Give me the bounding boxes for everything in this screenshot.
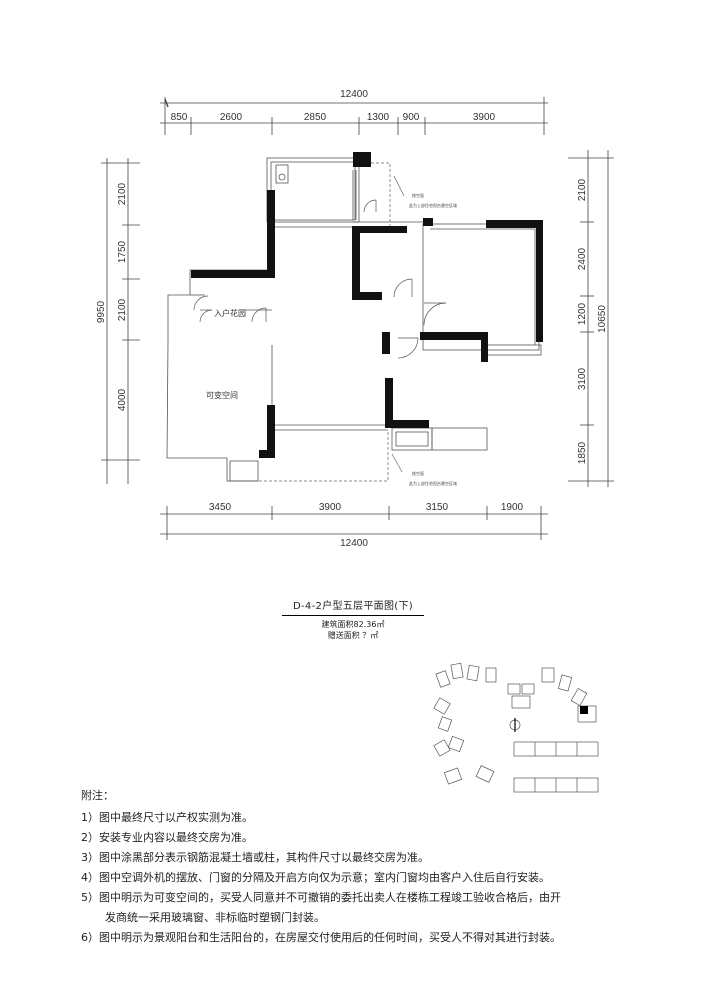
dim-bottom-total: 12400 xyxy=(340,538,368,549)
left-dimensions xyxy=(101,158,140,484)
bottom-dimensions xyxy=(160,506,548,540)
site-tower-cluster-right xyxy=(541,667,597,723)
callout-top-line2: 此为上部住宅阳台悬空区域 xyxy=(409,202,457,208)
notes-title: 附注： xyxy=(81,789,114,802)
callout-top-line1: 挑空面 xyxy=(412,192,424,198)
dim-top-4: 1300 xyxy=(367,112,390,123)
dim-right-2: 2400 xyxy=(577,247,588,270)
site-row-buildings xyxy=(513,741,599,793)
site-tower-cluster-left xyxy=(433,662,497,732)
building-area: 建筑面积82.36㎡ xyxy=(321,620,385,629)
gift-area: 赠送面积 ？㎡ xyxy=(327,631,379,640)
dim-right-total: 10650 xyxy=(597,305,608,333)
site-tower-center xyxy=(507,683,535,709)
note-item-5-continued: 发商统一采用玻璃窗、非标临时塑钢门封装。 xyxy=(105,911,325,924)
note-item-5: 5）图中明示为可变空间的，买受人同意并不可撤销的委托出卖人在楼栋工程竣工验收合格… xyxy=(81,891,561,904)
callout-bottom-line1: 挑空面 xyxy=(412,470,424,476)
callout-bottom-line2: 此为上部住宅阳台悬空区域 xyxy=(409,480,457,486)
dim-bottom-1: 3450 xyxy=(209,502,232,513)
note-item-2: 2）安装专业内容以最终交房为准。 xyxy=(81,831,253,844)
right-dimensions xyxy=(568,150,614,487)
callout-top: 挑空面 此为上部住宅阳台悬空区域 xyxy=(393,175,457,208)
site-key-map xyxy=(433,662,599,793)
note-item-3: 3）图中涂黑部分表示钢筋混凝土墙或柱，其构件尺寸以最终交房为准。 xyxy=(81,851,429,864)
plan-title-block: D-4-2户型五层平面图(下) 建筑面积82.36㎡ 赠送面积 ？㎡ xyxy=(282,597,424,641)
dim-left-3: 2100 xyxy=(117,298,128,321)
dim-top-2: 2600 xyxy=(220,112,243,123)
dim-bottom-3: 3150 xyxy=(426,502,449,513)
dim-left-1: 2100 xyxy=(117,182,128,205)
dim-top-total: 12400 xyxy=(340,89,368,100)
dim-top-1: 850 xyxy=(171,112,188,123)
dashed-lines xyxy=(258,162,391,482)
door-swings xyxy=(193,199,447,359)
site-tower-cluster-bottom xyxy=(433,735,495,785)
note-item-6: 6）图中明示为景观阳台和生活阳台的，在房屋交付使用后的任何时间，买受人不得对其进… xyxy=(81,931,561,944)
dim-bottom-4: 1900 xyxy=(501,502,524,513)
dim-left-2: 1750 xyxy=(117,240,128,263)
dim-right-5: 1850 xyxy=(577,441,588,464)
dim-top-3: 2850 xyxy=(304,112,327,123)
dim-top-6: 3900 xyxy=(473,112,496,123)
plan-title: D-4-2户型五层平面图(下) xyxy=(282,597,424,616)
room-label-garden: 入户花园 xyxy=(214,308,246,318)
concrete-walls xyxy=(191,152,543,458)
dim-right-3: 1200 xyxy=(577,302,588,325)
dim-left-total: 9950 xyxy=(96,300,107,323)
room-label-flex: 可变空间 xyxy=(206,390,238,400)
dim-right-4: 3100 xyxy=(577,367,588,390)
dim-top-5: 900 xyxy=(403,112,420,123)
site-current-unit-marker xyxy=(580,706,588,714)
dim-right-1: 2100 xyxy=(577,178,588,201)
callout-bottom: 挑空面 此为上部住宅阳台悬空区域 xyxy=(391,453,457,486)
notes-section: 附注： 1）图中最终尺寸以产权实测为准。 2）安装专业内容以最终交房为准。 3）… xyxy=(81,786,661,948)
dim-bottom-2: 3900 xyxy=(319,502,342,513)
note-item-4: 4）图中空调外机的摆放、门窗的分隔及开启方向仅为示意；室内门窗均由客户入住后自行… xyxy=(81,871,550,884)
top-dimensions xyxy=(160,97,548,135)
wall-outlines xyxy=(166,157,542,482)
dim-left-4: 4000 xyxy=(117,388,128,411)
note-item-1: 1）图中最终尺寸以产权实测为准。 xyxy=(81,811,253,824)
